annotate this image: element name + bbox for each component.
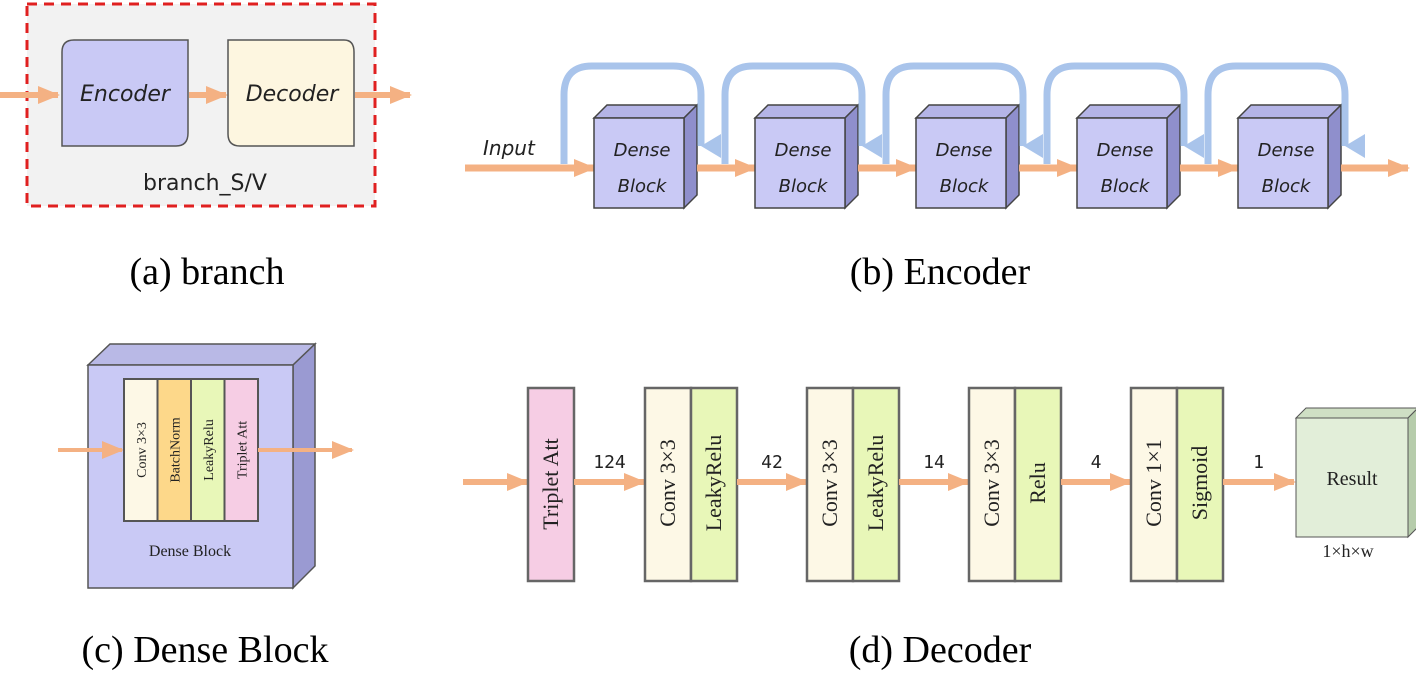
panel-b-encoder: Input DenseBlockDenseBlockDenseBlockDens… [465,62,1410,293]
decoder-conv-layer [1129,386,1179,583]
decoder-activation-label: Relu [1025,462,1050,504]
caption-b: (b) Encoder [850,251,1031,293]
dense-block-top-face [86,343,317,366]
dense-block-layers: Conv 3×3 BatchNorm LeakyRelu Triplet Att [123,378,259,522]
dense-block-chain: DenseBlockDenseBlockDenseBlockDenseBlock… [560,62,1410,210]
decoder-conv-label: Conv 3×3 [979,439,1004,527]
decoder-conv-layer [643,386,693,583]
dense-block-text-line1: Dense [936,140,993,161]
panel-c-dense-block: Conv 3×3 BatchNorm LeakyRelu Triplet Att De… [58,342,354,671]
skip-connection-arrow [721,62,882,164]
skip-connection-arrow [1043,62,1204,164]
dense-block-front [1237,117,1329,209]
caption-d: (d) Decoder [849,629,1032,671]
dense-block-label: Dense Block [149,543,231,560]
caption-a: (a) branch [129,251,284,293]
dense-block-top [1075,104,1182,119]
channel-count-label: 124 [593,452,626,473]
decoder-activation-label: Sigmoid [1187,446,1212,521]
decoder-activation-layer [1013,386,1063,583]
leakyrelu-layer-label: LeakyRelu [202,419,217,480]
triplet-att-layer [223,378,259,522]
encoder-label: Encoder [80,82,172,107]
result-side-face [1407,409,1416,539]
decoder-conv-layer [967,386,1017,583]
skip-connection-arrow [1204,62,1365,164]
leakyrelu-layer [190,378,226,522]
input-label: Input [483,136,536,160]
conv-layer-label: Conv 3×3 [135,422,150,478]
panel-a-branch: Encoder Decoder branch_S/V (a) branch [0,2,412,293]
decoder-activation-label: LeakyRelu [701,435,726,532]
skip-connection-arrow [882,62,1043,164]
triplet-att-layer-label: Triplet Att [235,421,250,479]
dense-block-front [915,117,1007,209]
branch-label: branch_S/V [143,171,267,196]
dense-block-front [1076,117,1168,209]
triplet-att-layer [526,386,576,583]
result-box [1295,417,1409,538]
dense-block-text-line1: Dense [614,140,671,161]
decoder-conv-layer [805,386,855,583]
channel-count-label: 1 [1253,452,1264,473]
decoder-conv-label: Conv 3×3 [655,439,680,527]
channel-count-label: 4 [1091,452,1102,473]
result-label: Result [1326,468,1378,490]
decoder-shape [227,39,355,147]
decoder-activation-layer [851,386,901,583]
conv-layer [123,378,159,522]
dense-block-text-line1: Dense [1097,140,1154,161]
dense-block-side [683,103,698,210]
triplet-att-label: Triplet Att [538,438,563,530]
dense-block-top [753,104,860,119]
dense-block-text-line2: Block [779,176,829,197]
decoder-activation-layer [689,386,739,583]
decoder-activation-label: LeakyRelu [863,435,888,532]
decoder-conv-label: Conv 3×3 [817,439,842,527]
dense-block-top [914,104,1021,119]
dense-block-text-line2: Block [1101,176,1151,197]
dense-block-top [592,104,699,119]
skip-connection-arrow [560,62,721,164]
panel-d-decoder: Triplet Att 124 Conv 3×3 LeakyRelu 42 Conv 3… [463,386,1416,671]
encoder-shape [61,39,189,147]
decoder-conv-label: Conv 1×1 [1141,439,1166,527]
dense-block-side-face [292,342,316,590]
dense-block-text-line2: Block [618,176,668,197]
dense-block-text-line2: Block [1262,176,1312,197]
dense-block-side [1166,103,1181,210]
dense-block-side [1005,103,1020,210]
batchnorm-layer-label: BatchNorm [168,417,183,482]
dense-block-front [593,117,685,209]
dense-block-text-line1: Dense [1258,140,1315,161]
dense-block-top [1236,104,1343,119]
channel-count-label: 42 [761,452,783,473]
dense-block-text-line2: Block [940,176,990,197]
dense-block-text-line1: Dense [775,140,832,161]
dense-block-front [754,117,846,209]
decoder-stages: 124 Conv 3×3 LeakyRelu 42 Conv 3×3 LeakyRelu 1… [574,386,1296,583]
channel-count-label: 14 [923,452,945,473]
decoder-label: Decoder [246,82,341,107]
dense-block-side [1327,103,1342,210]
result-top-face [1294,407,1416,419]
caption-c: (c) Dense Block [82,629,329,671]
result-shape-label: 1×h×w [1322,541,1373,561]
dense-block-side [844,103,859,210]
